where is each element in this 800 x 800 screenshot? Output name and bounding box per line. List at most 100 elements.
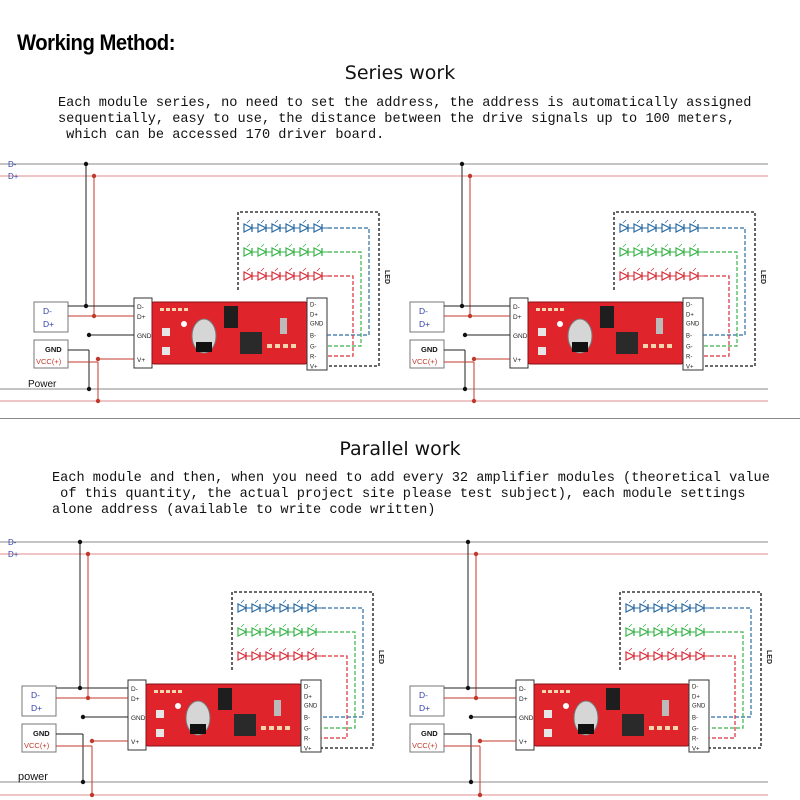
- led-diode-icon: [639, 627, 650, 637]
- bus-label-d-minus: D-: [8, 160, 17, 169]
- ic-chip: [616, 332, 638, 354]
- led-diode-icon: [681, 603, 692, 613]
- input-pin-label: D+: [137, 314, 146, 321]
- led-ray: [254, 647, 259, 652]
- power-supply-box: [21, 723, 57, 753]
- output-pin-label: B-: [310, 334, 316, 340]
- power-label: Power: [28, 379, 57, 390]
- led-ray: [664, 267, 669, 272]
- output-pin-label: V+: [304, 747, 312, 753]
- led-diode-icon: [313, 247, 324, 257]
- controller-data-box: [409, 301, 445, 333]
- led-ray: [636, 219, 641, 224]
- led-diode-icon: [313, 223, 324, 233]
- input-pin-label: GND: [137, 333, 152, 340]
- input-pin-label: GND: [519, 715, 534, 722]
- led-channel-wire: [709, 631, 744, 729]
- led-ray: [628, 647, 633, 652]
- output-pin-label: R-: [304, 737, 310, 743]
- led-diode-icon: [633, 247, 644, 257]
- led-ray: [664, 243, 669, 248]
- box-label-d-plus: D+: [43, 319, 54, 329]
- smd-component: [184, 308, 188, 311]
- led-diode-icon: [647, 271, 658, 281]
- led-vplus-wire: [619, 591, 762, 749]
- led-label: LED: [759, 270, 766, 284]
- ic-chip: [190, 724, 206, 734]
- junction-dot: [89, 738, 95, 744]
- led-ray: [698, 599, 703, 604]
- led-ray: [628, 599, 633, 604]
- junction-dot: [95, 356, 101, 362]
- led-ray: [240, 599, 245, 604]
- input-pin-label: V+: [137, 357, 145, 364]
- led-diode-icon: [251, 603, 262, 613]
- led-ray: [684, 647, 689, 652]
- led-ray: [692, 243, 697, 248]
- input-pin-label: GND: [131, 715, 146, 722]
- led-ray: [636, 267, 641, 272]
- junction-dot: [95, 398, 101, 404]
- led-vplus-wire: [613, 211, 756, 367]
- led-diode-icon: [237, 627, 248, 637]
- led-diode-icon: [299, 271, 310, 281]
- led-diode-icon: [625, 603, 636, 613]
- led-ray: [296, 647, 301, 652]
- led-ray: [670, 623, 675, 628]
- led-channel-wire: [703, 251, 738, 347]
- controller-data-box: [21, 685, 57, 717]
- smd-component: [275, 344, 280, 348]
- mount-hole: [181, 321, 187, 327]
- led-diode-icon: [681, 627, 692, 637]
- led-ray: [240, 647, 245, 652]
- box-label-vcc: VCC(+): [24, 741, 50, 750]
- input-pin-label: D-: [519, 686, 526, 693]
- led-diode-icon: [265, 627, 276, 637]
- smd-component: [548, 690, 552, 693]
- led-diode-icon: [257, 223, 268, 233]
- led-diode-icon: [279, 603, 290, 613]
- junction-dot: [80, 779, 86, 785]
- led-diode-icon: [689, 247, 700, 257]
- smd-component: [656, 318, 663, 334]
- led-ray: [622, 267, 627, 272]
- led-diode-icon: [285, 247, 296, 257]
- box-label-d-minus: D-: [419, 306, 428, 316]
- smd-component: [291, 344, 296, 348]
- led-ray: [274, 219, 279, 224]
- junction-dot: [465, 685, 471, 691]
- smd-component: [160, 308, 164, 311]
- led-diode-icon: [689, 271, 700, 281]
- led-diode-icon: [243, 271, 254, 281]
- led-channel-wire: [321, 655, 348, 739]
- smd-component: [166, 690, 170, 693]
- led-ray: [316, 267, 321, 272]
- ic-chip: [234, 714, 256, 736]
- led-ray: [246, 267, 251, 272]
- led-diode-icon: [619, 247, 630, 257]
- led-ray: [636, 243, 641, 248]
- output-pin-label: G-: [692, 727, 699, 733]
- output-pin-strip: [300, 679, 322, 753]
- smd-component: [162, 328, 170, 336]
- junction-dot: [77, 685, 83, 691]
- led-diode-icon: [639, 651, 650, 661]
- junction-dot: [91, 173, 97, 179]
- mount-hole: [557, 321, 563, 327]
- led-channel-wire: [327, 275, 354, 357]
- smd-component: [554, 308, 558, 311]
- input-pin-label: V+: [519, 739, 527, 746]
- smd-component: [554, 690, 558, 693]
- led-ray: [678, 243, 683, 248]
- parallel-work-title: Parallel work: [339, 438, 461, 460]
- smd-component: [156, 710, 164, 718]
- input-pin-label: D-: [137, 304, 144, 311]
- box-label-d-plus: D+: [419, 703, 430, 713]
- led-diode-icon: [647, 223, 658, 233]
- led-diode-icon: [653, 603, 664, 613]
- box-label-d-minus: D-: [419, 690, 428, 700]
- led-ray: [678, 267, 683, 272]
- output-pin-label: D-: [304, 685, 310, 691]
- output-pin-label: B-: [304, 716, 310, 722]
- smd-component: [542, 690, 546, 693]
